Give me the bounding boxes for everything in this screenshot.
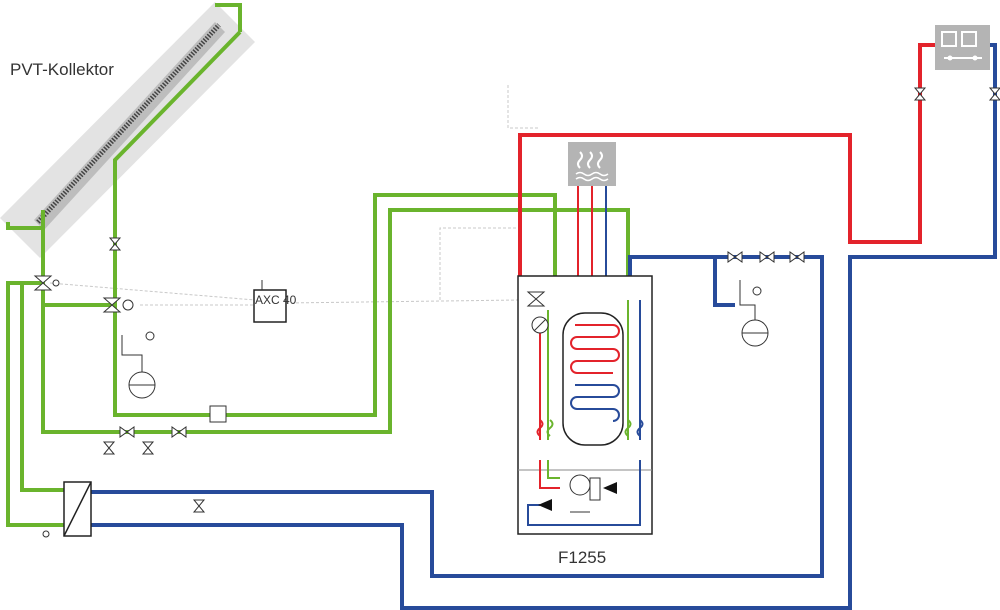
water-tank — [562, 312, 624, 446]
radiator-icon — [935, 25, 990, 70]
pump-icon — [538, 499, 552, 511]
valve-icon — [913, 87, 927, 101]
expansion-vessel-icon — [121, 331, 156, 399]
expansion-vessel-icon — [739, 280, 769, 347]
valve-icon — [108, 237, 122, 251]
valve-icon — [119, 426, 135, 438]
valve-icon — [789, 251, 805, 263]
controller-box — [253, 280, 287, 323]
mixing-valve-icon — [102, 297, 134, 313]
valve-icon — [727, 251, 743, 263]
controller-label: AXC 40 — [255, 293, 297, 307]
pvt-collector — [0, 2, 255, 258]
heat-exchanger-icon — [42, 481, 92, 538]
unit-label: F1255 — [558, 548, 607, 567]
mixing-valve-icon — [526, 291, 546, 307]
hot-water-icon — [568, 142, 616, 186]
valve-icon — [171, 426, 187, 438]
valves — [33, 87, 1000, 513]
control-wiring — [49, 85, 540, 306]
brine-circuit — [6, 3, 630, 527]
heat-pump-unit — [517, 275, 653, 535]
mixing-valve-icon — [33, 275, 60, 291]
pump-icon — [603, 482, 617, 494]
valve-icon — [759, 251, 775, 263]
collector-label: PVT-Kollektor — [10, 60, 114, 79]
valve-icon — [141, 441, 155, 455]
valve-icon — [988, 87, 1000, 101]
filter-icon — [209, 405, 227, 423]
valve-icon — [102, 441, 116, 455]
valve-icon — [192, 499, 206, 513]
